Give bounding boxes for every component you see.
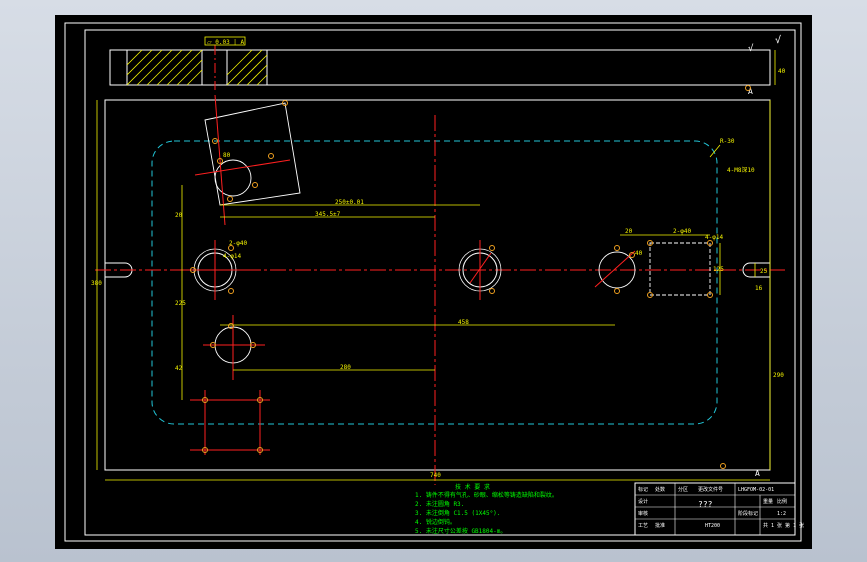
dim-right-125: 125: [713, 266, 724, 273]
dim-overall-length: 740: [430, 472, 441, 479]
right-pocket: [649, 242, 711, 296]
datum-label-bottom: A: [755, 469, 760, 478]
dim-left-hole-small: 4-φ14: [223, 253, 241, 260]
dim-row-1: 250±0.01: [335, 199, 364, 206]
mold-plate-drawing: ⏥ 0.03 | A 40 √ √ A: [64, 22, 804, 542]
tb-weight-label: 重量: [763, 498, 773, 505]
tb-scale: 1:2: [777, 511, 786, 517]
tb-row-process: 工艺: [638, 523, 648, 529]
tb-sheet: 共 1 张 第 1 张: [763, 522, 804, 529]
dim-right-20: 20: [625, 228, 633, 235]
tb-scale-label: 比例: [777, 498, 787, 505]
tb-header-file: 更改文件号: [698, 486, 723, 493]
pocket-hidden-outline: [151, 140, 718, 425]
side-height-dim: 40: [778, 68, 786, 75]
slot-right: [742, 262, 770, 278]
cad-drawing-viewport[interactable]: ⏥ 0.03 | A 40 √ √ A: [55, 15, 812, 549]
side-view: ⏥ 0.03 | A 40 √ √ A: [109, 34, 786, 96]
dim-row-2: 345.5±7: [315, 211, 341, 218]
note-3: 3. 未注倒角 C1.5 (1X45°).: [415, 509, 500, 517]
roughness-symbol-small: √: [748, 43, 754, 54]
bolt-grid-lines: [190, 390, 270, 455]
tb-material: HT200: [705, 523, 720, 529]
tb-header-mark: 标记: [638, 486, 648, 493]
dim-right-vertical: 290: [773, 372, 784, 379]
dimension-lines: [96, 100, 771, 481]
dim-80: 80: [223, 152, 231, 159]
tb-row-design: 设计: [638, 498, 648, 505]
dim-right-40: 40: [635, 250, 643, 257]
notes-title: 技 术 要 求: [455, 483, 490, 491]
dim-slot-width: 16: [755, 285, 763, 292]
tb-row-approve: 批准: [655, 522, 665, 529]
flatness-tag: ⏥ 0.03 | A: [207, 39, 245, 46]
dim-top-right-note: 4-M8深10: [727, 166, 755, 174]
datum-label-top: A: [748, 87, 753, 96]
dim-225: 225: [175, 300, 186, 307]
dim-overall-width: 380: [91, 280, 102, 287]
note-4: 4. 锐边倒钝。: [415, 518, 456, 526]
dim-mid-lower: 280: [340, 364, 351, 371]
dim-right-small-d: 4-φ14: [705, 234, 723, 241]
technical-notes: 技 术 要 求 1. 铸件不得有气孔、砂眼、缩松等铸造缺陷和裂纹。 2. 未注圆…: [415, 483, 558, 535]
center-bore: [458, 240, 502, 300]
left-bore: [185, 240, 245, 300]
tb-part-name: ???: [698, 500, 713, 509]
dim-42: 42: [175, 365, 183, 372]
left-angled-feature: [194, 94, 301, 226]
dim-long-lower: 458: [458, 319, 469, 326]
bolt-hole-markers: [190, 85, 751, 469]
note-2: 2. 未注圆角 R3.: [415, 500, 464, 508]
tb-row-review: 审核: [638, 510, 648, 517]
tb-header-zone: 分区: [678, 486, 688, 493]
note-5: 5. 未注尺寸公差按 GB1804-m。: [415, 527, 506, 535]
centerlines: [95, 115, 785, 485]
note-1: 1. 铸件不得有气孔、砂眼、缩松等铸造缺陷和裂纹。: [415, 491, 558, 499]
tb-drawing-no: LHGFOM-02-01: [738, 487, 774, 493]
dim-left-hole-d: 2-φ40: [229, 240, 247, 247]
dim-20: 20: [175, 212, 183, 219]
roughness-symbol: √: [775, 34, 781, 46]
dim-right-hole-d: 2-φ40: [673, 228, 691, 235]
dim-pocket-depth: 25: [760, 268, 768, 275]
tb-stage-label: 阶段标记: [738, 510, 758, 517]
inner-frame: [84, 29, 796, 536]
title-block: 标记 处数 分区 更改文件号 设计 审核 工艺 批准 LHGFOM-02-01 …: [634, 482, 804, 536]
dim-corner-radius: R-30: [720, 138, 735, 145]
tb-header-count: 处数: [655, 486, 665, 493]
outer-frame: [64, 22, 802, 542]
